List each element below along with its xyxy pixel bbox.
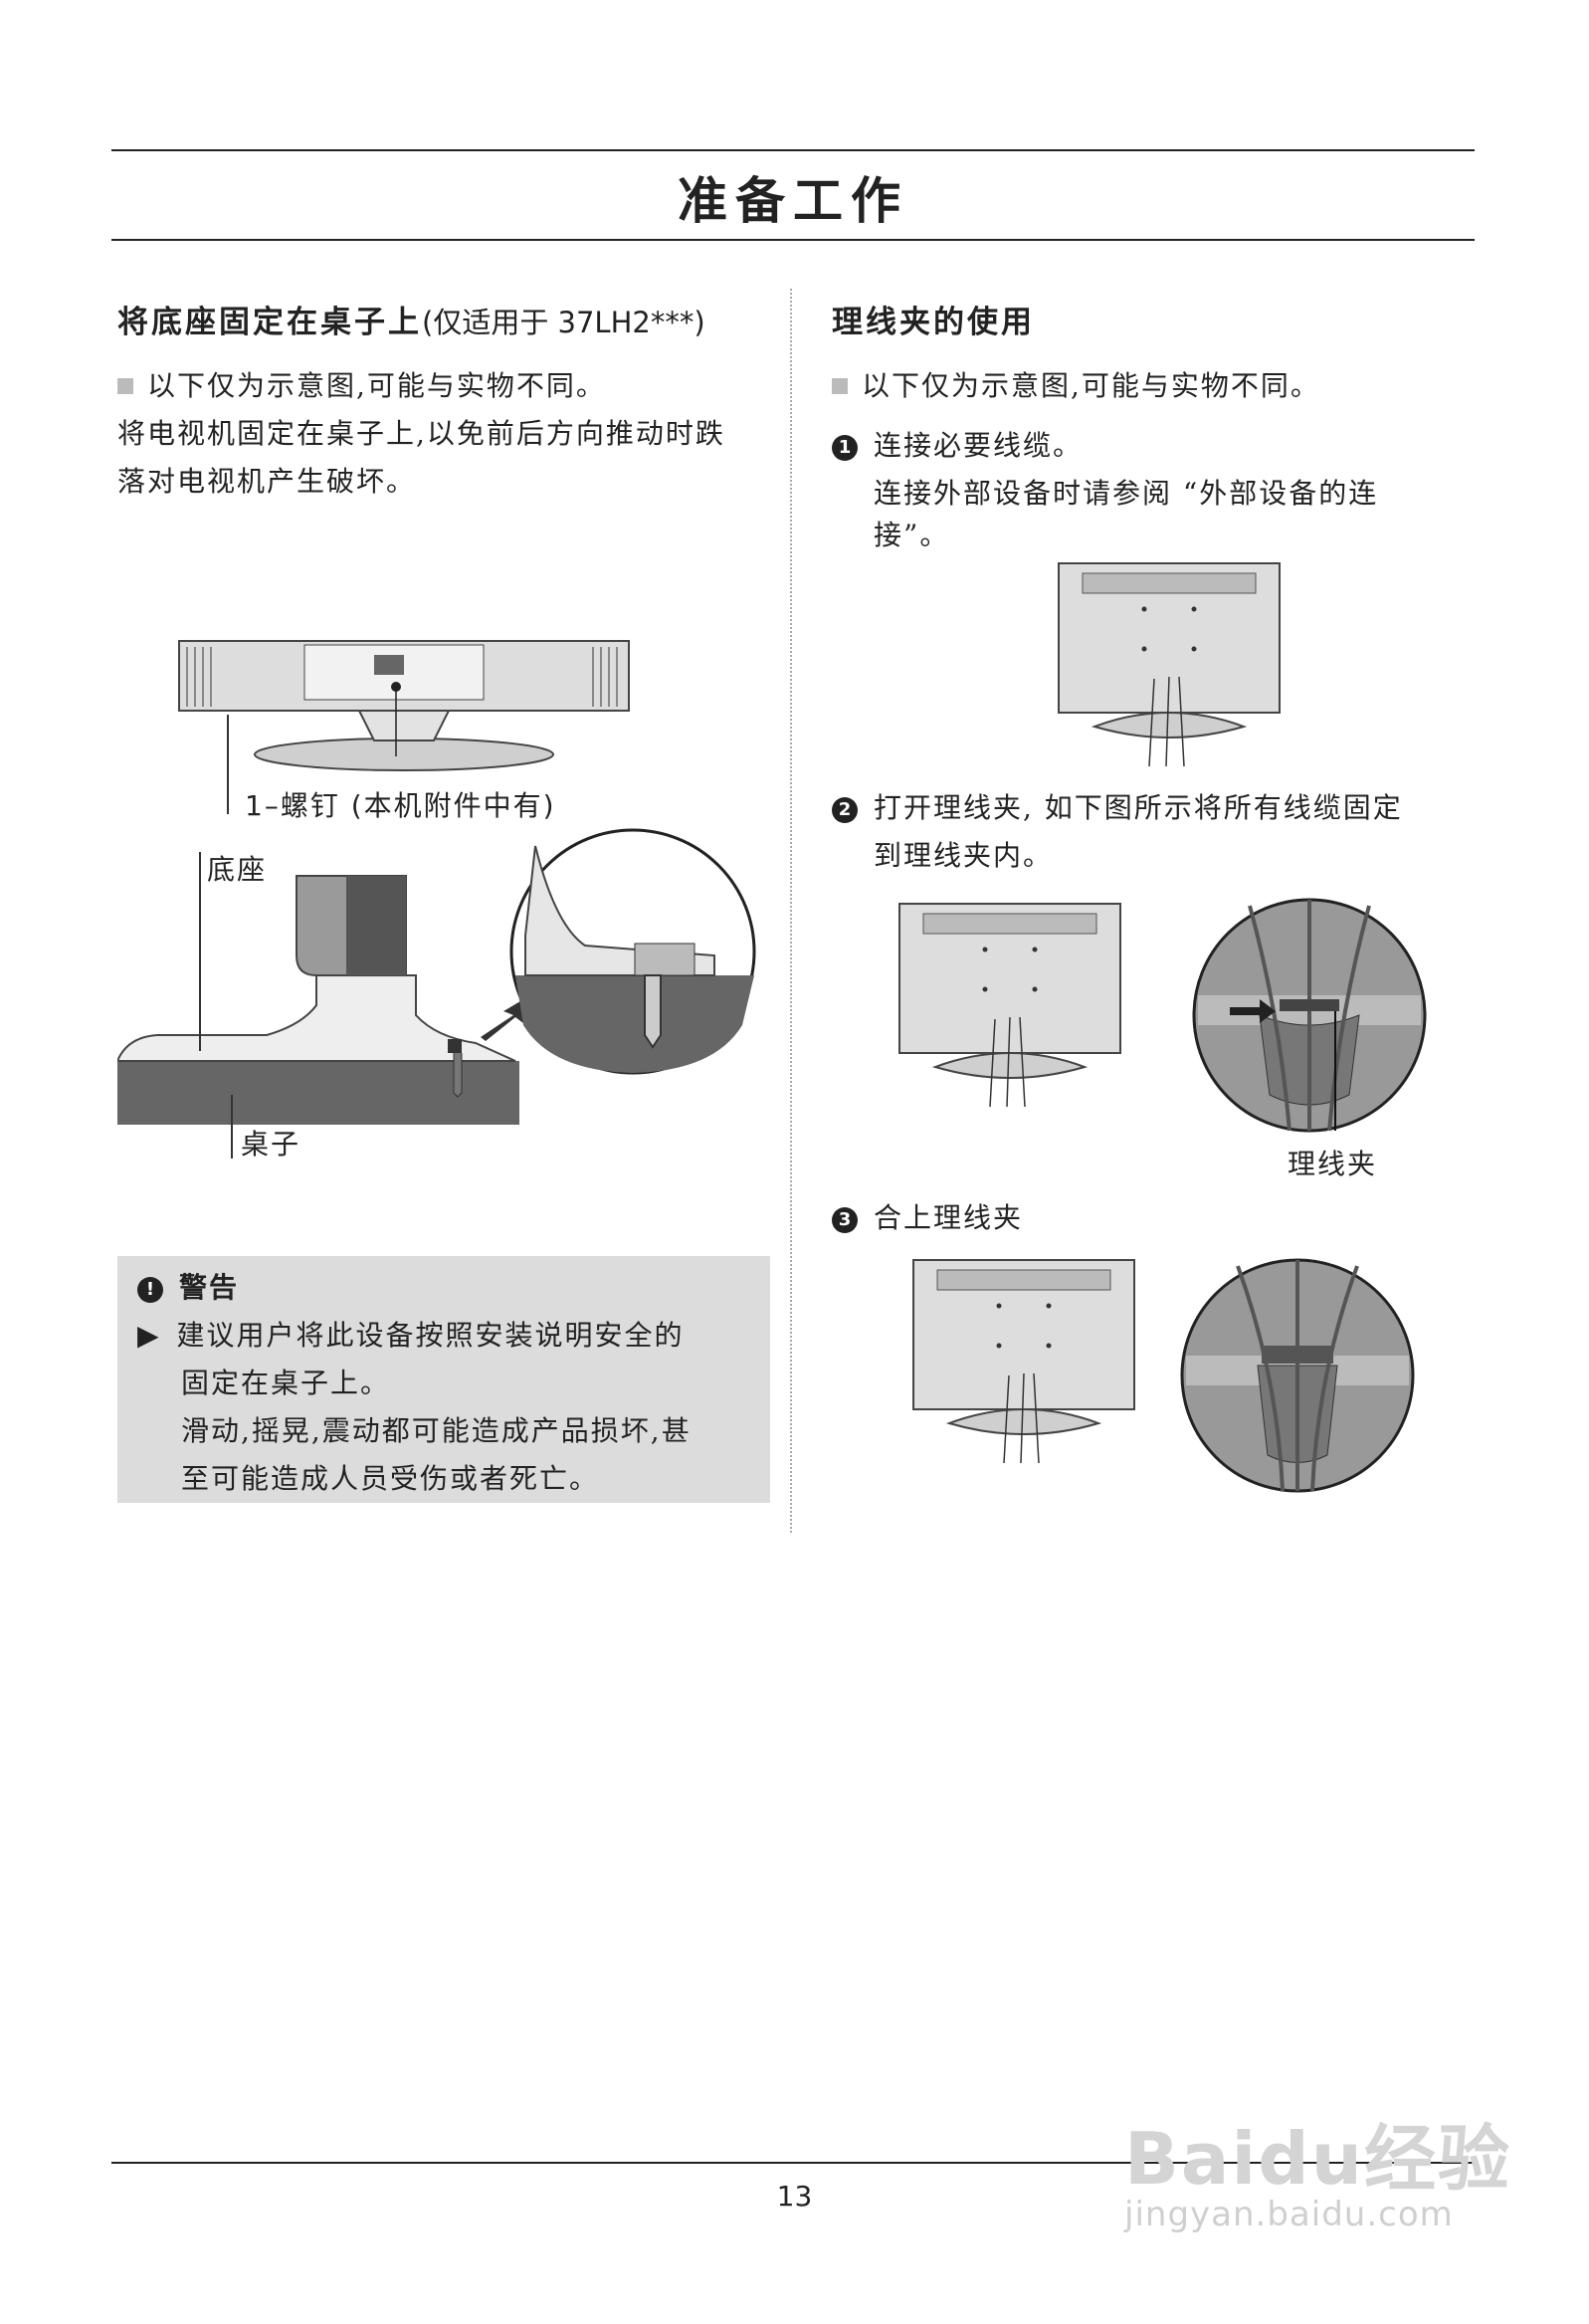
step1-line-3: 接”。 [874,519,950,551]
column-divider [790,289,792,1533]
step1-line-1-text: 连接必要线缆。 [874,429,1084,462]
right-heading: 理线夹的使用 [832,305,1035,340]
tv-back-illustration-2 [898,903,1121,1108]
clip-open-closeup [1192,898,1427,1133]
step2-line-1: 2 打开理线夹, 如下图所示将所有线缆固定 [832,784,1403,832]
warning-line-4: 至可能造成人员受伤或者死亡。 [181,1462,600,1495]
square-bullet-icon [117,378,133,394]
top-rule [111,149,1475,151]
right-note-text: 以下仅为示意图,可能与实物不同。 [862,369,1320,402]
stand-desk-illustration [117,828,756,1125]
page-title: 准备工作 [678,172,908,230]
left-heading-sub: (仅适用于 37LH2***) [422,306,705,339]
left-para-1: 将电视机固定在桌子上,以免前后方向推动时跌 [117,417,725,450]
warning-line-2: 固定在桌子上。 [181,1367,391,1399]
watermark-url: jingyan.baidu.com [1124,2195,1454,2234]
clip-closed-closeup [1180,1258,1415,1493]
step2-line-2: 到理线夹内。 [874,839,1054,872]
footer-rule [111,2162,1475,2164]
desk-shape [117,1061,519,1125]
play-arrow-icon: ▶ [137,1319,161,1352]
watermark-brand: Baidu经验 [1124,2117,1511,2201]
square-bullet-icon [832,378,848,394]
title-rule [111,239,1475,241]
base-label: 底座 [207,853,268,886]
page-number: 13 [776,2180,813,2213]
step1-number-icon: 1 [832,435,858,461]
warning-title-text: 警告 [179,1271,240,1304]
tv-stand-bottom-illustration [178,640,630,771]
tv-back-illustration-1 [1058,562,1281,767]
right-note: 以下仅为示意图,可能与实物不同。 [832,362,1320,410]
screw-leader-line [227,715,229,814]
step1-line-2: 连接外部设备时请参阅 “外部设备的连 [874,477,1379,510]
warning-line-3: 滑动,摇晃,震动都可能造成产品损坏,甚 [181,1414,692,1447]
exclamation-icon: ! [137,1277,163,1303]
warning-line-1: ▶ 建议用户将此设备按照安装说明安全的 [137,1312,685,1360]
warning-title: ! 警告 [137,1264,239,1312]
desk-label: 桌子 [241,1128,301,1161]
left-heading: 将底座固定在桌子上(仅适用于 37LH2***) [117,297,705,341]
step3-number-icon: 3 [832,1207,858,1233]
step3-line-1-text: 合上理线夹 [874,1201,1024,1234]
desk-leader-line [231,1095,233,1159]
step3-line-1: 3 合上理线夹 [832,1194,1023,1242]
base-leader-line [199,852,201,1051]
step1-line-1: 1 连接必要线缆。 [832,422,1083,470]
step2-line-1-text: 打开理线夹, 如下图所示将所有线缆固定 [874,791,1403,824]
left-heading-main: 将底座固定在桌子上 [117,305,422,340]
left-para-2: 落对电视机产生破坏。 [117,465,417,498]
clip-label: 理线夹 [1288,1148,1378,1180]
screw-label: 1–螺钉 (本机附件中有) [245,789,556,822]
left-note-text: 以下仅为示意图,可能与实物不同。 [147,369,606,402]
step2-number-icon: 2 [832,797,858,823]
warning-line-1-text: 建议用户将此设备按照安装说明安全的 [176,1319,685,1352]
left-note: 以下仅为示意图,可能与实物不同。 [117,362,606,410]
tv-back-illustration-3 [912,1259,1135,1464]
warning-panel: ! 警告 ▶ 建议用户将此设备按照安装说明安全的 固定在桌子上。 滑动,摇晃,震动都… [117,1256,770,1503]
